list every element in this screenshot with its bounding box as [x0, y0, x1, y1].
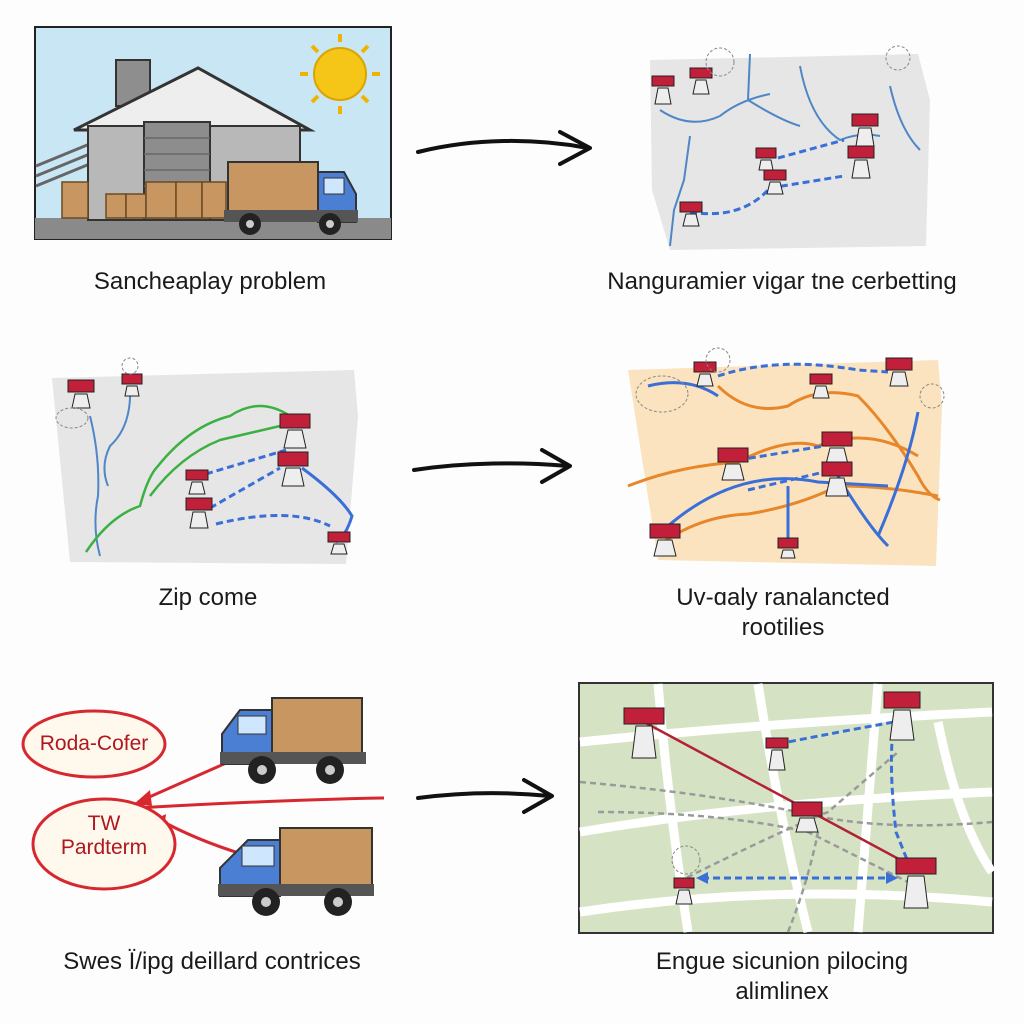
arrow-right-icon — [416, 130, 592, 166]
label-bubble-bottom — [31, 797, 177, 891]
caption-row1-left: Sancheaplay problem — [93, 268, 327, 295]
bubble-bottom-label-2: Pardterm — [60, 836, 148, 859]
delivery-truck-icon — [224, 161, 358, 235]
cargo-boxes — [61, 181, 227, 219]
arrow-right-icon — [412, 448, 572, 484]
caption-row1-right: Nanguramier vigar tne cerbetting — [607, 268, 957, 295]
trucks-scene — [134, 697, 385, 916]
route-map-3 — [627, 347, 945, 566]
bubble-top-label: Roda-Cofer — [39, 732, 149, 755]
sun-icon — [300, 34, 380, 114]
tower-icons — [651, 67, 879, 227]
route-map-1 — [650, 45, 930, 250]
caption-row3-right-1: Engue sicunion pilocing — [655, 948, 909, 975]
caption-row2-right-1: Uv-ɑaly ranalancted — [676, 584, 890, 611]
caption-row3-left: Swes Ï/ipg deillard contrices — [63, 948, 361, 975]
warehouse-scene — [34, 26, 392, 240]
caption-row3-right-2: alimlinex — [735, 978, 829, 1005]
truck-icon — [220, 697, 366, 784]
bubble-bottom-label-1: TW — [87, 812, 121, 835]
route-map-2 — [52, 357, 358, 564]
caption-row2-left: Zip come — [158, 584, 258, 611]
label-bubble-top — [21, 709, 167, 779]
truck-icon — [218, 827, 374, 916]
caption-row2-right-2: rootilies — [741, 614, 825, 641]
arrow-right-icon — [416, 778, 554, 814]
street-map — [578, 682, 994, 934]
